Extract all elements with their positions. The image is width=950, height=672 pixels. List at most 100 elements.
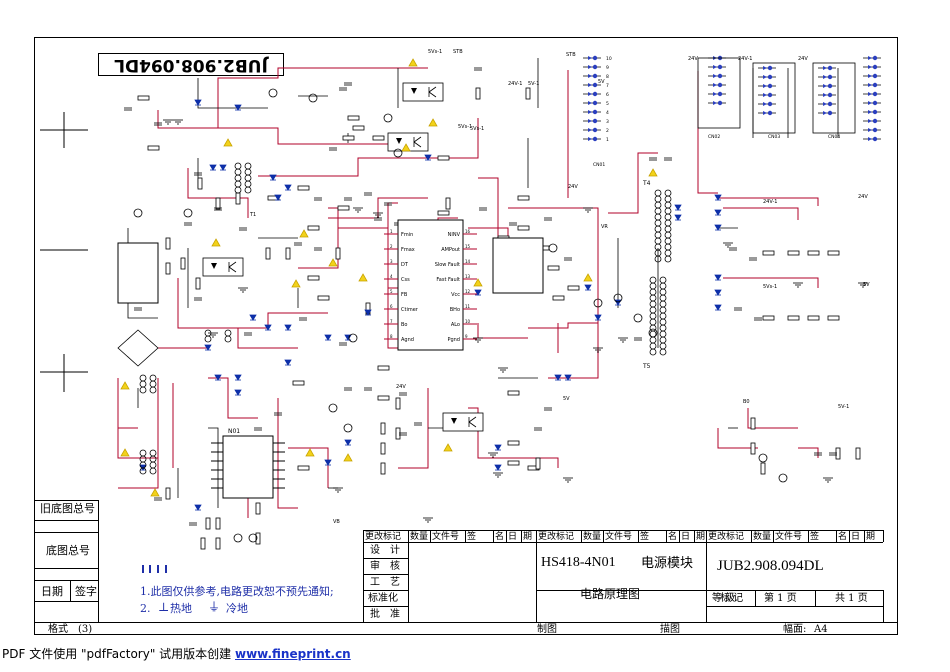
transformer-winding-icon xyxy=(139,449,147,457)
pin-number: 4 xyxy=(606,110,609,116)
connector-pin-icon xyxy=(588,137,592,141)
transformer-winding-icon xyxy=(149,449,157,457)
transformer-t4-icon xyxy=(654,237,662,245)
ic-pin-number: 13 xyxy=(465,274,471,279)
connector-pin-icon xyxy=(767,110,773,116)
optocoupler-icon xyxy=(428,91,437,98)
diode-icon xyxy=(494,464,502,471)
optocoupler-icon xyxy=(211,263,217,269)
title-block-divider xyxy=(706,606,883,607)
resistor-icon xyxy=(297,465,310,471)
resistor-icon xyxy=(235,192,241,205)
resistor-icon xyxy=(255,502,261,515)
revision-col-divider xyxy=(465,530,466,542)
rail-label: 5V xyxy=(598,79,605,85)
approval-divider xyxy=(363,558,408,559)
connector-pin-icon xyxy=(767,74,773,80)
rail-label: 24V-1 xyxy=(763,199,777,205)
revision-header-1-1: 数量 xyxy=(583,532,602,542)
optocoupler-icon xyxy=(411,88,417,94)
margin-divider xyxy=(34,580,98,581)
connector-pin-icon xyxy=(872,127,878,133)
optocoupler-icon xyxy=(402,82,444,102)
pin-number: 6 xyxy=(606,92,609,98)
rail-label: 5V-1 xyxy=(838,404,849,410)
connector-label: CN02 xyxy=(708,134,720,140)
ic-pin-number: 6 xyxy=(390,304,393,309)
diode-icon xyxy=(364,309,372,316)
transformer-winding-icon xyxy=(224,329,232,337)
rail-label: 5V xyxy=(563,396,570,402)
revision-group-divider xyxy=(536,530,537,542)
resistor-icon xyxy=(377,365,390,371)
optocoupler-icon xyxy=(428,86,437,93)
wire xyxy=(528,322,598,329)
rail-label: STB xyxy=(453,49,463,55)
diode-icon xyxy=(494,444,502,451)
transformer-t5-icon xyxy=(649,282,657,290)
connector-pin-icon xyxy=(588,83,592,87)
transformer-t4-icon xyxy=(664,207,672,215)
margin-divider xyxy=(34,568,98,569)
rail-label: 5V-1 xyxy=(528,81,539,87)
rail-label: 24V xyxy=(396,384,406,390)
ic-pin-label: ALo xyxy=(451,322,460,328)
transformer-t4-icon xyxy=(664,231,672,239)
optocoupler-icon xyxy=(228,261,237,268)
diode-icon xyxy=(209,164,217,171)
diode-icon xyxy=(614,299,622,306)
connector-pin-icon xyxy=(827,65,833,71)
wire xyxy=(237,328,298,349)
drawing-total-label: 底图总号 xyxy=(46,544,90,557)
revision-col-divider xyxy=(808,530,809,542)
ic-pin-label: Fmax xyxy=(401,247,415,253)
diode-icon xyxy=(714,274,722,281)
pin-number: 1 xyxy=(606,137,609,143)
revision-col-divider xyxy=(773,530,774,542)
title-block-divider xyxy=(815,590,816,606)
transformer-t4-icon xyxy=(654,195,662,203)
resistor-icon xyxy=(147,145,160,151)
ref-n01: N01 xyxy=(228,428,240,435)
resistor-icon xyxy=(525,87,531,100)
wire xyxy=(477,323,528,339)
rail-label: VB xyxy=(333,519,340,525)
revision-header-1-0: 更改标记 xyxy=(538,532,575,542)
resistor-icon xyxy=(787,315,800,321)
margin-divider xyxy=(34,520,98,521)
connector-pin-icon xyxy=(827,110,833,116)
rail-label: 5Vs-1 xyxy=(458,124,472,130)
connector-pin-icon xyxy=(717,73,723,79)
wire xyxy=(723,277,819,288)
connector-pin-icon xyxy=(588,119,592,123)
ic-pin-label: Vcc xyxy=(451,292,460,298)
resistor-icon xyxy=(307,275,320,281)
ref-t5: T5 xyxy=(642,363,651,370)
warning-icon xyxy=(443,443,453,452)
revision-header-2-1: 数量 xyxy=(753,532,772,542)
resistor-icon xyxy=(517,225,530,231)
transistor-icon xyxy=(328,403,338,413)
transistor-icon xyxy=(383,113,393,123)
transformer-t5-icon xyxy=(649,306,657,314)
wire xyxy=(298,207,339,269)
connector-pin-icon xyxy=(827,83,833,89)
diode-icon xyxy=(284,184,292,191)
transformer-t4-icon xyxy=(664,255,672,263)
warning-icon xyxy=(328,258,338,267)
connector-pin-icon xyxy=(588,65,592,69)
wire xyxy=(218,127,418,145)
watermark-link[interactable]: www.fineprint.cn xyxy=(234,647,351,661)
standby-ic-body xyxy=(117,242,159,304)
connector-pin-icon xyxy=(592,136,598,142)
transistor-icon xyxy=(778,473,788,483)
ic-pin-label: AMPout xyxy=(441,247,460,253)
wire xyxy=(208,427,219,508)
resistor-icon xyxy=(380,442,386,455)
revision-header-2-6: 期 xyxy=(866,532,876,542)
transformer-t5-icon xyxy=(649,342,657,350)
transformer-t4-icon xyxy=(654,255,662,263)
connector-pin-icon xyxy=(868,101,872,105)
warning-icon xyxy=(291,279,301,288)
connector-pin-icon xyxy=(588,56,592,60)
